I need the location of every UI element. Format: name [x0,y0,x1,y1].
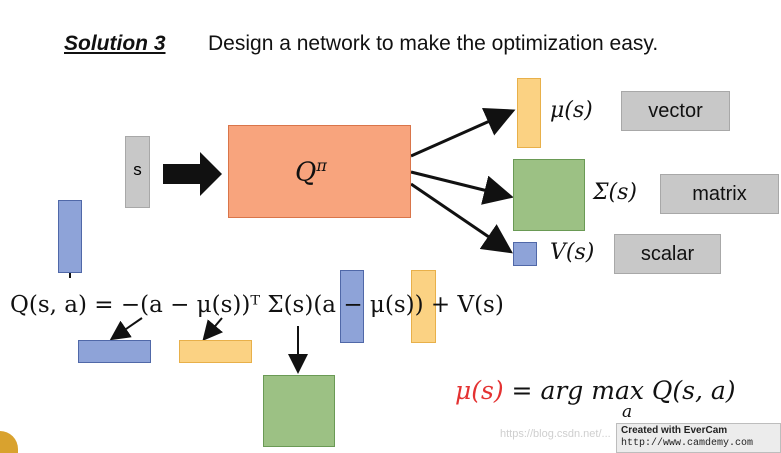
input-s-label: s [133,160,142,179]
q-value-vector-shape [58,200,82,273]
corner-logo [0,431,18,453]
argmax-equation: μ(s) = arg max Q(s, a) [455,376,736,405]
argmax-rhs: = arg max Q(s, a) [511,376,736,405]
q-superscript: π [316,156,327,175]
arrow-to-mu [410,108,516,158]
arrow-to-v [410,182,513,254]
sigma-matrix-eq-shape [263,375,335,447]
arrow-to-sigma [410,170,514,205]
evercam-created-with: Created with EverCam [621,425,728,436]
v-symbol: V(s) [550,240,595,265]
sigma-symbol: Σ(s) [593,180,638,205]
input-arrow-shaft [163,164,201,184]
solution-label: Solution 3 [64,32,166,55]
matrix-tag: matrix [660,174,779,214]
q-symbol: Q [295,157,317,188]
argmax-subscript: a [622,402,633,422]
q-function-equation: Q(s, a) = −(a − μ(s))ᵀ Σ(s)(a − μ(s)) + … [10,292,504,318]
mu-symbol: μ(s) [550,98,593,123]
arrow-to-mu-row [202,317,223,342]
a-row-shape [78,340,151,363]
input-s-box: s [125,136,150,208]
v-scalar-shape [513,242,537,266]
mu-vector-shape [517,78,541,148]
q-network-label: Qπ [295,156,327,188]
sigma-matrix-shape [513,159,585,231]
q-network-box: Qπ [228,125,411,218]
scalar-tag: scalar [614,234,721,274]
vector-tag: vector [621,91,730,131]
mu-column-shape [411,270,436,343]
evercam-watermark: Created with EverCam http://www.camdemy.… [616,423,781,453]
a-column-shape [340,270,364,343]
mu-row-shape [179,340,252,363]
evercam-site: http://www.camdemy.com [621,438,754,449]
input-arrow-head [200,152,222,196]
argmax-lhs: μ(s) [455,376,504,405]
solution-description: Design a network to make the optimizatio… [208,32,659,55]
arrow-to-a-row [109,317,143,341]
blog-watermark: https://blog.csdn.net/... [500,428,611,440]
